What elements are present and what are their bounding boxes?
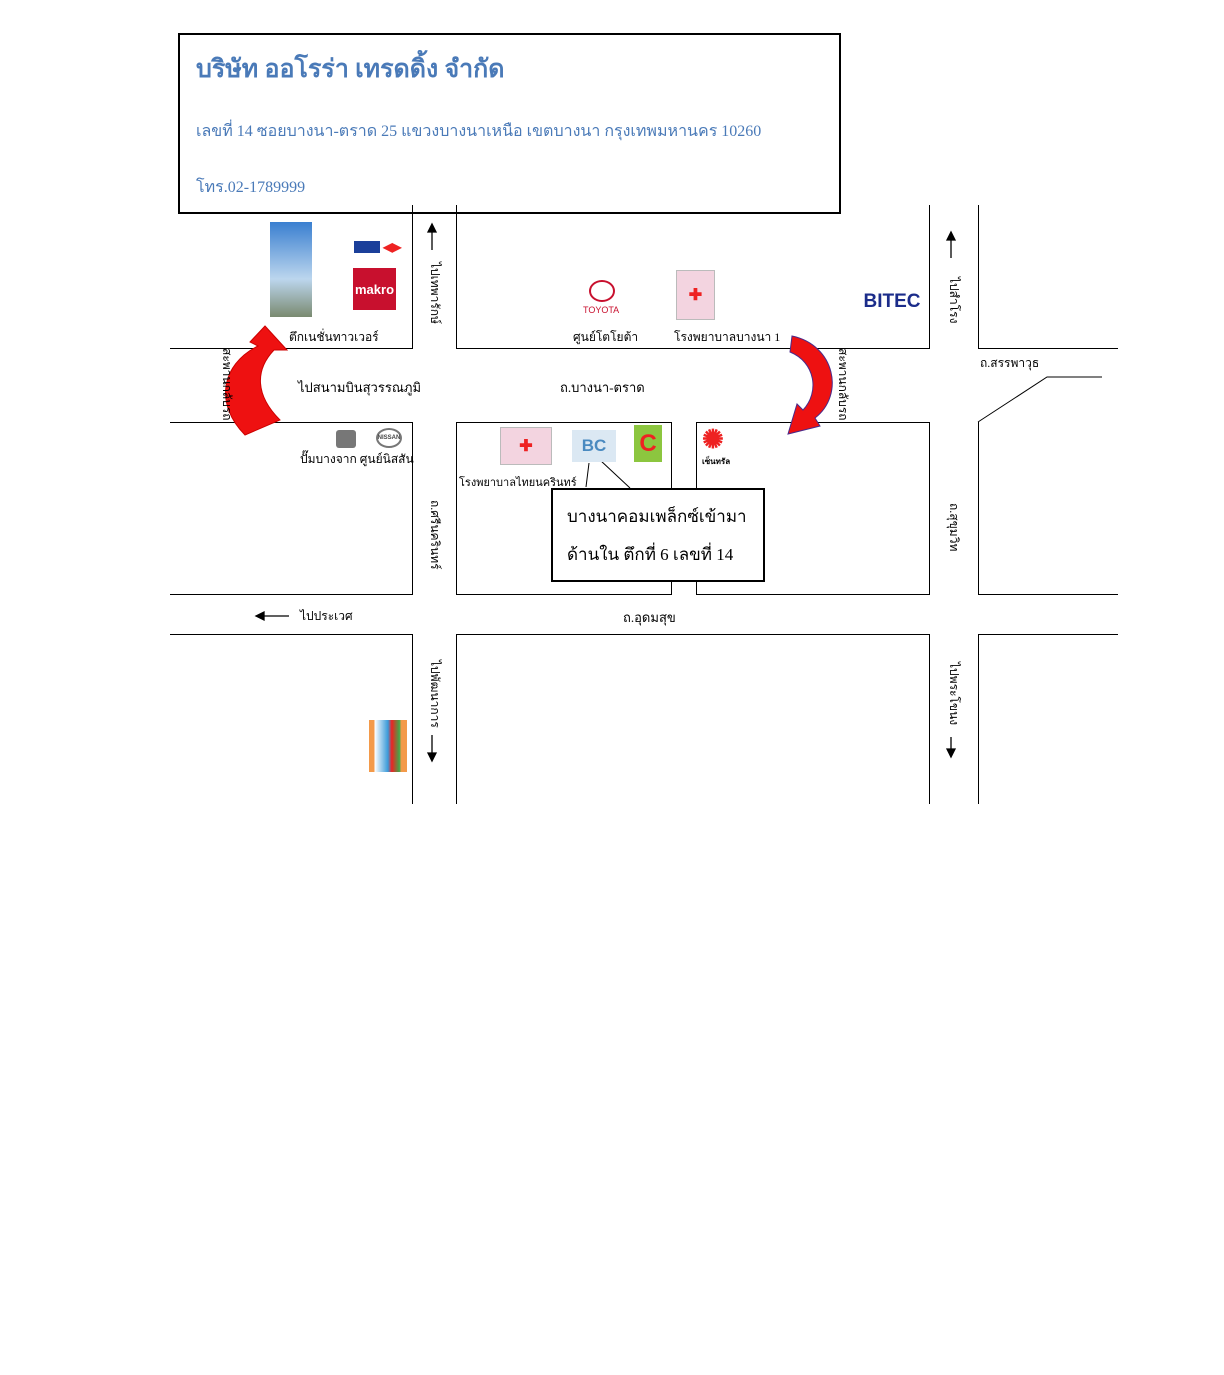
company-phone: โทร.02-1789999: [196, 179, 306, 196]
road-label-srinakarin: ถ.ศรีนครินทร์: [428, 500, 442, 570]
company-header: บริษัท ออโรร่า เทรดดิ้ง จำกัด เลขที่ 14 …: [178, 33, 841, 214]
label-toyota: ศูนย์โตโยต้า: [573, 330, 639, 344]
u-turn-arrow-right: [787, 335, 833, 435]
city-block: [978, 422, 1118, 595]
bitec-logo: BITEC: [863, 291, 921, 312]
direction-samrong: ไปสำโรง: [947, 277, 961, 324]
bangchak-logo: [336, 430, 356, 448]
direction-airport: ไปสนามบินสุวรรณภูมิ: [298, 380, 422, 395]
direction-phrakhanong: ไปพระโขนง: [947, 662, 961, 726]
city-block: [170, 634, 413, 804]
label-nation-tower: ตึกเนชั่นทาวเวอร์: [289, 330, 379, 344]
makro-logo: makro: [353, 268, 396, 310]
road-label-sanphawut: ถ.สรรพาวุธ: [980, 356, 1040, 370]
callout-line-2: ด้านใน ตึกที่ 6 เลขที่ 14: [567, 545, 734, 564]
nissan-logo: NISSAN: [376, 428, 402, 448]
map-overlay: [225, 222, 1102, 763]
callout-line-1: บางนาคอมเพล็กซ์เข้ามา: [567, 507, 747, 526]
city-block: [978, 205, 1118, 349]
toyota-emblem-icon: [589, 280, 615, 302]
sanphawut-road-edge: [977, 376, 1102, 423]
company-address: เลขที่ 14 ซอยบางนา-ตราด 25 แขวงบางนาเหนื…: [196, 123, 762, 140]
carrefour-logo: [354, 241, 380, 253]
road-label-sukhumvit: ถ.สุขุมวิท: [947, 503, 961, 552]
u-turn-label-right: สะพานกลับรถ: [836, 348, 850, 421]
direction-theparak: ไปเทพารักษ์: [428, 262, 442, 324]
location-callout: บางนาคอมเพล็กซ์เข้ามา ด้านใน ตึกที่ 6 เล…: [551, 488, 765, 582]
central-sun-icon: ✺: [702, 424, 724, 454]
central-logo: เซ็นทรัล: [702, 457, 731, 466]
label-thainakarin-hospital: โรงพยาบาลไทยนครินทร์: [459, 477, 577, 489]
city-block: [456, 634, 930, 804]
direction-arrows: [254, 222, 957, 763]
city-block: [456, 205, 930, 349]
nation-tower-image: [270, 222, 312, 317]
seacon-logo: [369, 720, 407, 772]
direction-phatthanakan: ไปพัฒนาการ: [428, 660, 442, 728]
callout-pointer: [599, 459, 631, 489]
company-name: บริษัท ออโรร่า เทรดดิ้ง จำกัด: [196, 56, 505, 83]
hospital-icon: ✚: [676, 270, 715, 320]
carrefour-icon: ◀▶: [383, 240, 402, 254]
label-bangna-hospital: โรงพยาบาลบางนา 1: [674, 330, 781, 344]
city-block: [170, 205, 413, 349]
u-turn-label-left: สะพานกลับรถ: [220, 348, 234, 421]
bangna-complex-logo: BC: [572, 430, 616, 462]
label-bangchak-nissan: ปั๊มบางจาก ศูนย์นิสสัน: [300, 452, 414, 466]
road-label-bangna-trad: ถ.บางนา-ตราด: [560, 380, 645, 395]
toyota-logo: TOYOTA: [583, 305, 620, 315]
bigc-logo: C: [634, 425, 662, 462]
road-label-udomsuk: ถ.อุดมสุข: [623, 610, 676, 625]
u-turn-arrow-left: [225, 325, 289, 436]
direction-prawet: ไปประเวศ: [300, 609, 353, 623]
hospital-icon: ✚: [500, 427, 552, 465]
city-block: [978, 634, 1118, 804]
callout-pointer: [585, 462, 590, 488]
city-block: [170, 422, 413, 595]
